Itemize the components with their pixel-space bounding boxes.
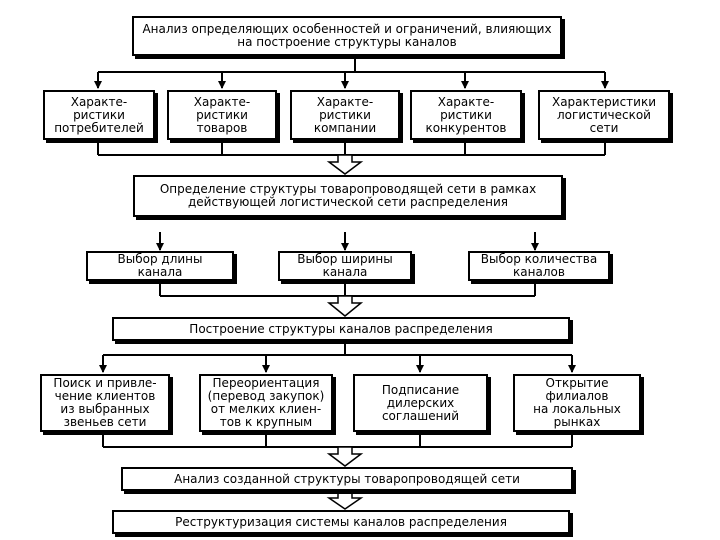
action-reorientation-box: Переориентация (перевод закупок) от мелк… bbox=[199, 374, 333, 432]
analysis-box: Анализ созданной структуры товаропроводя… bbox=[121, 467, 573, 491]
action-clients-box: Поиск и привле- чение клиентов из выбран… bbox=[40, 374, 170, 432]
flow-arrow bbox=[326, 295, 364, 317]
flow-arrow bbox=[326, 489, 364, 510]
factor-logistics-box: Характеристики логистической сети bbox=[538, 90, 670, 140]
choice-width-box: Выбор ширины канала bbox=[278, 251, 412, 281]
construction-box: Построение структуры каналов распределен… bbox=[112, 317, 570, 341]
choice-length-text: Выбор длины канала bbox=[117, 252, 203, 279]
analysis-text: Анализ созданной структуры товаропроводя… bbox=[174, 471, 520, 486]
determination-text: Определение структуры товаропроводящей с… bbox=[159, 182, 537, 209]
action-branches-text: Открытие филиалов на локальных рынках bbox=[533, 376, 621, 429]
factor-logistics-text: Характеристики логистической сети bbox=[551, 94, 656, 135]
factor-goods-text: Характе- ристики товаров bbox=[193, 94, 251, 135]
top-analysis-text: Анализ определяющих особенностей и огран… bbox=[142, 22, 552, 49]
action-dealers-box: Подписание дилерских соглашений bbox=[353, 374, 488, 432]
choice-width-text: Выбор ширины канала bbox=[297, 252, 393, 279]
factor-company-box: Характе- ристики компании bbox=[290, 90, 400, 140]
action-reorientation-text: Переориентация (перевод закупок) от мелк… bbox=[207, 376, 325, 429]
action-clients-text: Поиск и привле- чение клиентов из выбран… bbox=[53, 376, 157, 429]
top-analysis-box: Анализ определяющих особенностей и огран… bbox=[132, 16, 562, 56]
factor-consumers-text: Характе- ристики потребителей bbox=[54, 94, 144, 135]
factor-consumers-box: Характе- ристики потребителей bbox=[43, 90, 155, 140]
restructuring-text: Реструктуризация системы каналов распред… bbox=[175, 514, 507, 529]
action-branches-box: Открытие филиалов на локальных рынках bbox=[513, 374, 641, 432]
choice-count-text: Выбор количества каналов bbox=[480, 252, 598, 279]
flow-arrow bbox=[326, 446, 364, 467]
choice-length-box: Выбор длины канала bbox=[86, 251, 234, 281]
factor-competitors-text: Характе- ристики конкурентов bbox=[425, 94, 507, 135]
construction-text: Построение структуры каналов распределен… bbox=[189, 321, 493, 336]
determination-box: Определение структуры товаропроводящей с… bbox=[133, 175, 563, 217]
choice-count-box: Выбор количества каналов bbox=[468, 251, 610, 281]
factor-competitors-box: Характе- ристики конкурентов bbox=[410, 90, 522, 140]
action-dealers-text: Подписание дилерских соглашений bbox=[381, 382, 460, 423]
flow-arrow bbox=[326, 154, 364, 175]
restructuring-box: Реструктуризация системы каналов распред… bbox=[112, 510, 570, 534]
factor-goods-box: Характе- ристики товаров bbox=[167, 90, 277, 140]
factor-company-text: Характе- ристики компании bbox=[313, 94, 377, 135]
